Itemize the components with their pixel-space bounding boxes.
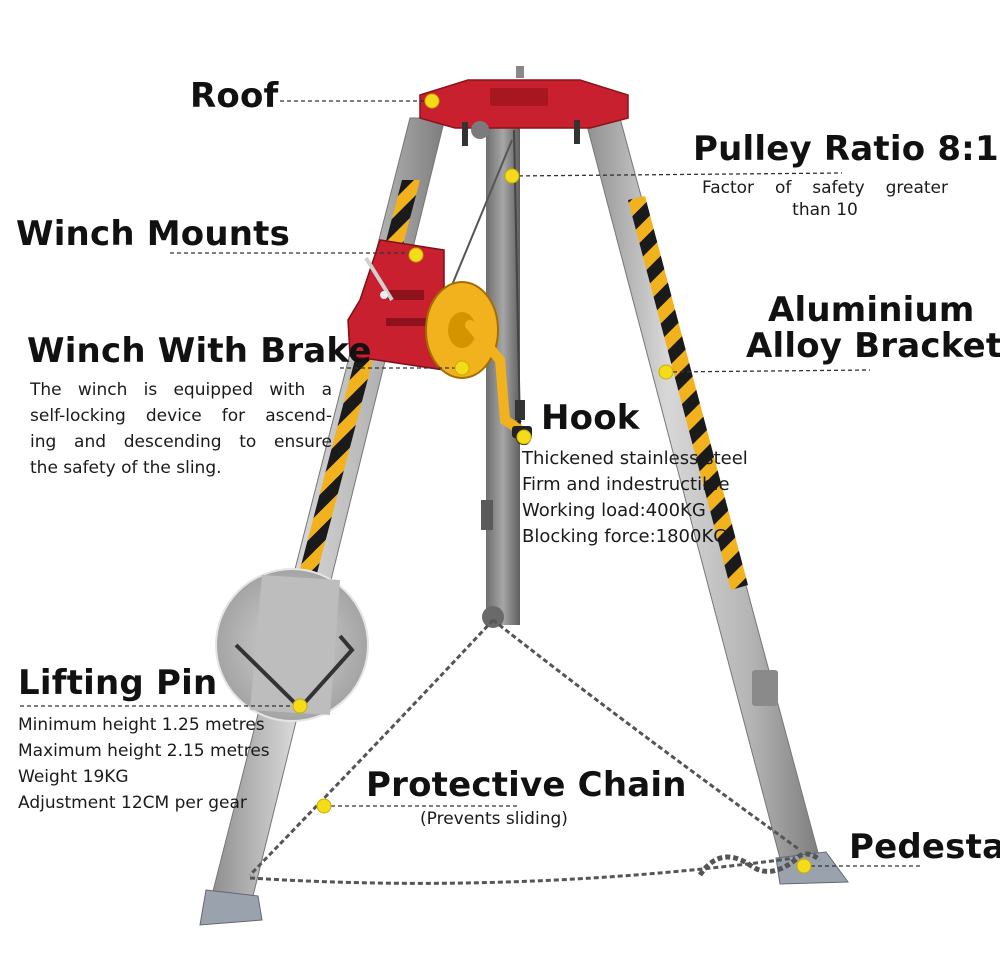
- lifting-pin-zoom: [215, 568, 369, 722]
- center-pole: [481, 120, 520, 628]
- hook-line-3: Working load:400KG: [522, 500, 706, 521]
- callout-markers: [292, 93, 812, 874]
- lifting-pin-line-2: Maximum height 2.15 metres: [18, 741, 270, 761]
- lifting-pin-line-1: Minimum height 1.25 metres: [18, 715, 265, 735]
- aluminium-title-line-2: Alloy Bracket: [746, 326, 1000, 366]
- pulley-description: Factor of safety greater than 10: [702, 177, 948, 221]
- roof-head: [419, 66, 629, 146]
- winch-brake-description: The winch is equipped with a self-lockin…: [30, 377, 332, 481]
- lifting-pin-description: Minimum height 1.25 metres Maximum heigh…: [18, 712, 270, 816]
- pulley-line-1: Factor of safety greater: [702, 178, 948, 198]
- winch-brake-line-3: ing and descending to ensure: [30, 432, 332, 452]
- hook-title: Hook: [541, 398, 640, 438]
- winch-brake-line-1: The winch is equipped with a: [30, 380, 332, 400]
- winch-brake-line-4: the safety of the sling.: [30, 458, 222, 478]
- lifting-pin-title: Lifting Pin: [18, 663, 218, 703]
- pedestal-title: Pedestal: [849, 827, 1000, 867]
- pulley-line-2: than 10: [792, 200, 858, 220]
- winch-mount: [347, 239, 445, 371]
- winch-brake-title: Winch With Brake: [27, 331, 372, 371]
- leader-lines: [20, 100, 920, 867]
- hook-description: Thickened stainless steel Firm and indes…: [522, 446, 748, 550]
- marker-hook: [516, 429, 532, 445]
- marker-winch-mounts: [408, 247, 424, 263]
- hook-line-1: Thickened stainless steel: [522, 448, 748, 469]
- roof-title: Roof: [190, 76, 279, 116]
- marker-lifting-pin: [292, 698, 308, 714]
- marker-chain: [316, 798, 332, 814]
- marker-pedestal: [796, 858, 812, 874]
- marker-aluminium: [658, 364, 674, 380]
- marker-winch-brake: [454, 360, 470, 376]
- chain-title: Protective Chain: [366, 765, 687, 805]
- protective-chains: [248, 618, 822, 885]
- pulley-title: Pulley Ratio 8:1: [693, 129, 999, 169]
- winch-mounts-title: Winch Mounts: [16, 214, 291, 254]
- marker-roof: [424, 93, 440, 109]
- lifting-pin-line-3: Weight 19KG: [18, 767, 129, 787]
- hook-line-4: Blocking force:1800KG: [522, 526, 728, 547]
- winch-brake-line-2: self-locking device for ascend-: [30, 406, 332, 426]
- hook-line-2: Firm and indestructible: [522, 474, 730, 495]
- chain-subtitle: (Prevents sliding): [420, 809, 568, 829]
- marker-pulley: [504, 168, 520, 184]
- lifting-pin-line-4: Adjustment 12CM per gear: [18, 793, 247, 813]
- aluminium-title-line-1: Aluminium: [768, 290, 975, 330]
